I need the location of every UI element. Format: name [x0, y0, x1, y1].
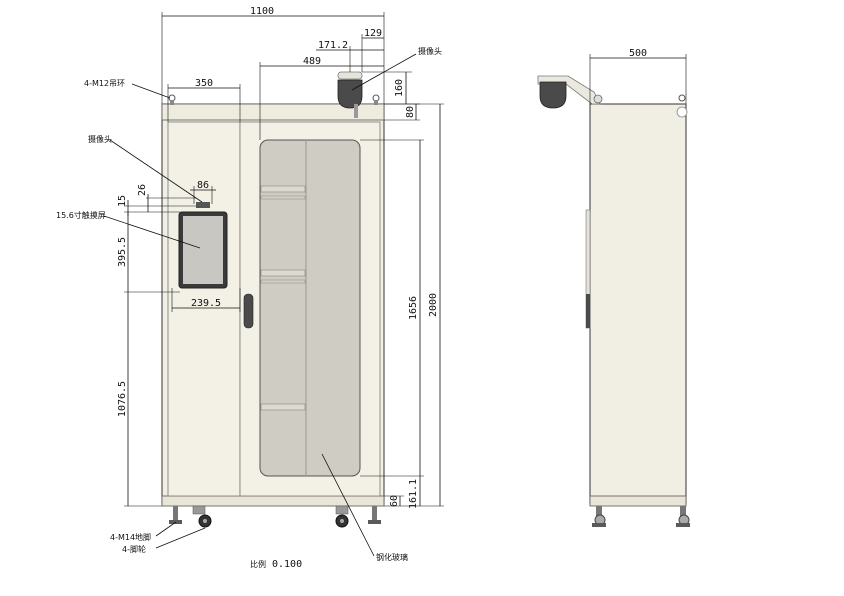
leader-labels: 4-M12吊环 摄像头 摄像头 15.6寸触摸屏 4-M14地脚 4-脚轮 钢化… [56, 46, 442, 570]
cabinet-top-frame [161, 103, 385, 121]
dim-base-height: 60 [389, 495, 400, 507]
side-base [589, 495, 687, 507]
camera-mount [337, 71, 363, 80]
eyebolt-left-stem [170, 100, 174, 105]
side-foot-left-pad [592, 523, 606, 527]
caster-right-bracket [335, 505, 349, 515]
eyebolt-right-stem [374, 100, 378, 105]
label-glass: 钢化玻璃 [376, 552, 408, 562]
shelf [260, 269, 306, 277]
dim-top-gap: 80 [405, 106, 416, 118]
touchscreen-display [183, 216, 223, 284]
front-view [161, 71, 385, 528]
shelf [260, 195, 306, 200]
side-handle [586, 294, 590, 328]
label-camera-front: 摄像头 [88, 134, 112, 144]
dim-screen-height: 395.5 [117, 237, 128, 267]
glass-window [259, 139, 361, 477]
small-camera [196, 202, 210, 208]
foot-right [372, 506, 377, 520]
side-lock [676, 106, 688, 118]
label-camera-top: 摄像头 [418, 46, 442, 56]
foot-left [173, 506, 178, 520]
shelf [260, 185, 306, 193]
side-camera-pivot [593, 94, 603, 104]
dim-camera-height: 160 [394, 79, 405, 97]
dim-door-opening: 489 [303, 56, 321, 67]
dim-glass-height: 1656 [408, 296, 419, 320]
front-dimensions: 1100 489 171.2 129 160 80 1656 2000 [117, 6, 444, 509]
foot-right-pad [368, 520, 381, 524]
dim-bottom-gap: 161.1 [408, 479, 419, 509]
shelf [260, 279, 306, 284]
caster-right-hub [340, 519, 344, 523]
shelf [260, 403, 306, 411]
dim-left-panel: 350 [195, 78, 213, 89]
dim-screen-elevation: 1076.5 [117, 381, 128, 417]
side-view: 500 [537, 48, 690, 527]
dim-camera-width: 129 [364, 28, 382, 39]
scale-label: 比例 [250, 559, 266, 569]
label-feet: 4-M14地脚 [110, 532, 151, 542]
dim-camera-small-width: 86 [197, 180, 209, 191]
camera-post [354, 104, 358, 118]
door-handle [243, 293, 254, 329]
dim-overall-height: 2000 [428, 293, 439, 317]
label-touchscreen: 15.6寸触摸屏 [56, 210, 106, 220]
dim-camera-offset: 171.2 [318, 40, 348, 51]
dim-screen-offset: 15 [117, 195, 128, 207]
label-eyebolts: 4-M12吊环 [84, 79, 125, 88]
side-foot-left [596, 506, 602, 520]
label-casters: 4-脚轮 [122, 544, 146, 554]
side-foot-right [680, 506, 686, 520]
dim-overall-width: 1100 [250, 6, 274, 17]
caster-left-bracket [192, 505, 206, 515]
dim-camera-small-offset: 26 [137, 184, 148, 196]
cabinet-base [161, 495, 385, 507]
side-dome-camera [539, 81, 567, 109]
side-foot-right-pad [676, 523, 690, 527]
dim-side-depth: 500 [629, 48, 647, 59]
left-door-panel [167, 121, 241, 497]
dim-screen-width: 239.5 [191, 298, 221, 309]
side-body [589, 103, 687, 505]
dome-camera [337, 79, 363, 109]
side-eyebolt [678, 94, 686, 102]
caster-left-hub [203, 519, 207, 523]
scale-value: 0.100 [272, 559, 302, 570]
